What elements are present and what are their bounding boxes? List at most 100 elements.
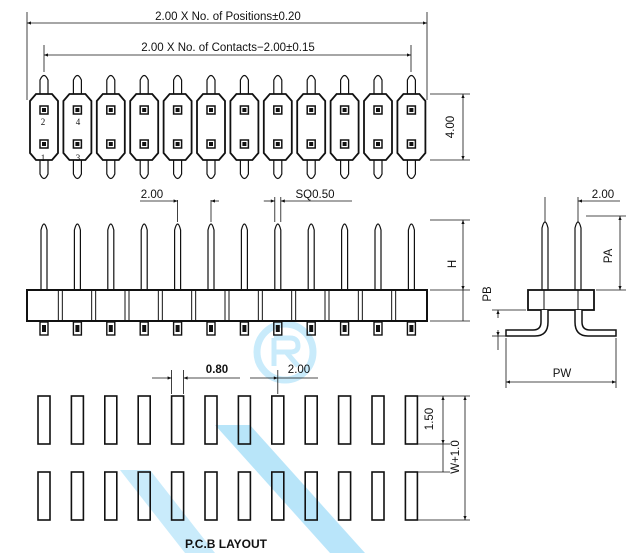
top-square-pin-core <box>309 142 314 146</box>
front-pin-lower-core <box>242 325 247 332</box>
pcb-pad-upper <box>104 395 118 445</box>
top-body-segment <box>396 93 427 161</box>
top-pin-tip-upper <box>173 74 183 95</box>
front-pin-lower-core <box>75 325 80 332</box>
top-body-segment <box>296 93 327 161</box>
side-pitch-dimension: 2.00 <box>592 189 614 201</box>
top-square-pin <box>339 139 350 149</box>
top-square-pin-core <box>175 108 180 112</box>
pcb-pad-upper <box>137 395 151 445</box>
pcb-pad-lower <box>70 471 85 521</box>
top-square-pin-core <box>108 142 113 146</box>
pcb-pad-lower <box>337 471 352 521</box>
front-pin-lower-core <box>108 325 113 332</box>
top-pin-tip-upper <box>206 74 216 95</box>
top-square-pin-core <box>75 108 80 112</box>
front-pitch-dimension: 2.00 <box>141 189 163 201</box>
pcb-pad-upper <box>204 395 218 445</box>
top-body-segment <box>229 93 260 161</box>
top-square-pin <box>139 105 149 115</box>
top-square-pin-core <box>142 108 147 112</box>
top-square-pin <box>306 105 316 115</box>
top-pin-tip-upper <box>72 74 82 95</box>
top-square-pin <box>239 139 250 149</box>
side-housing <box>527 289 595 311</box>
top-pin-tip-lower <box>139 159 149 180</box>
side-smt-leg-left <box>505 310 549 337</box>
top-square-pin <box>106 139 116 149</box>
top-pin-tip-upper <box>340 74 350 95</box>
top-square-pin <box>273 105 283 115</box>
square-pin-dimension: SQ0.50 <box>296 189 335 201</box>
front-pin-lower-core <box>42 325 46 332</box>
top-pin-tip-upper <box>106 74 116 95</box>
top-view <box>26 12 470 180</box>
front-pin-lower-core <box>209 325 213 332</box>
pcb-pad-lower <box>204 471 218 521</box>
front-view <box>26 197 470 336</box>
top-square-pin <box>206 105 216 115</box>
top-square-pin <box>39 105 49 115</box>
pcb-layout-view <box>37 370 470 521</box>
pcb-pad-lower <box>304 471 319 521</box>
top-square-pin <box>373 139 383 149</box>
front-pin-lower-core <box>275 325 280 332</box>
top-body-segment <box>62 93 93 161</box>
top-square-pin <box>206 139 216 149</box>
front-pin-upper <box>307 223 315 290</box>
top-square-pin <box>72 105 83 115</box>
pcb-pad-upper <box>304 395 319 445</box>
top-body-segment <box>196 93 226 161</box>
front-pin-upper <box>40 223 48 290</box>
pad-width-dimension: 0.80 <box>206 364 228 376</box>
top-square-pin <box>273 139 283 149</box>
pin-label-3: 3 <box>76 153 81 163</box>
top-square-pin <box>72 139 83 149</box>
pcb-layout-caption: P.C.B LAYOUT <box>185 537 268 551</box>
top-square-pin <box>172 105 183 115</box>
top-body-segment <box>329 93 360 161</box>
pcb-pad-lower <box>137 471 151 521</box>
front-pin-lower-core <box>309 325 314 332</box>
top-pin-tip-lower <box>306 159 316 180</box>
side-pin-upper <box>541 221 549 290</box>
side-smt-leg-right <box>574 310 617 337</box>
pcb-pad-upper <box>237 395 252 445</box>
top-pin-tip-upper <box>306 74 316 95</box>
front-pin-lower-core <box>175 325 180 332</box>
top-square-pin-core <box>309 108 314 112</box>
top-pin-tip-upper <box>39 74 49 95</box>
top-square-pin-core <box>42 142 46 146</box>
pad-length-dimension: 1.50 <box>424 408 436 430</box>
side-pin-upper <box>574 221 582 290</box>
top-body-segment <box>363 93 393 161</box>
top-square-pin-core <box>242 142 247 146</box>
pcb-pad-upper <box>371 395 385 445</box>
pcb-pad-upper <box>37 395 51 445</box>
front-pin-upper <box>207 223 215 290</box>
top-square-pin-core <box>209 108 213 112</box>
top-pin-tip-lower <box>340 159 350 180</box>
side-view <box>492 197 626 388</box>
pw-dimension: PW <box>553 368 572 380</box>
pcb-pad-lower <box>371 471 385 521</box>
front-pin-lower-core <box>342 325 347 332</box>
contacts-length-dimension: 2.00 X No. of Contacts−2.00±0.15 <box>141 42 315 54</box>
row-spacing-dimension: W+1.0 <box>450 440 462 474</box>
top-square-pin-core <box>209 142 213 146</box>
top-body-segment <box>29 93 59 161</box>
top-square-pin-core <box>42 108 46 112</box>
top-square-pin <box>339 105 350 115</box>
pcb-pad-lower <box>270 471 285 521</box>
pcb-pitch-dimension: 2.00 <box>288 364 310 376</box>
top-square-pin-core <box>409 142 414 146</box>
front-pin-upper <box>73 223 81 290</box>
top-pin-tip-upper <box>239 74 249 95</box>
front-pin-upper <box>107 223 115 290</box>
top-body-segment <box>262 93 293 161</box>
top-pin-tip-lower <box>239 159 249 180</box>
top-pin-tip-lower <box>72 159 82 180</box>
pin-label-2: 2 <box>41 117 46 127</box>
pin-label-4: 4 <box>76 117 81 127</box>
